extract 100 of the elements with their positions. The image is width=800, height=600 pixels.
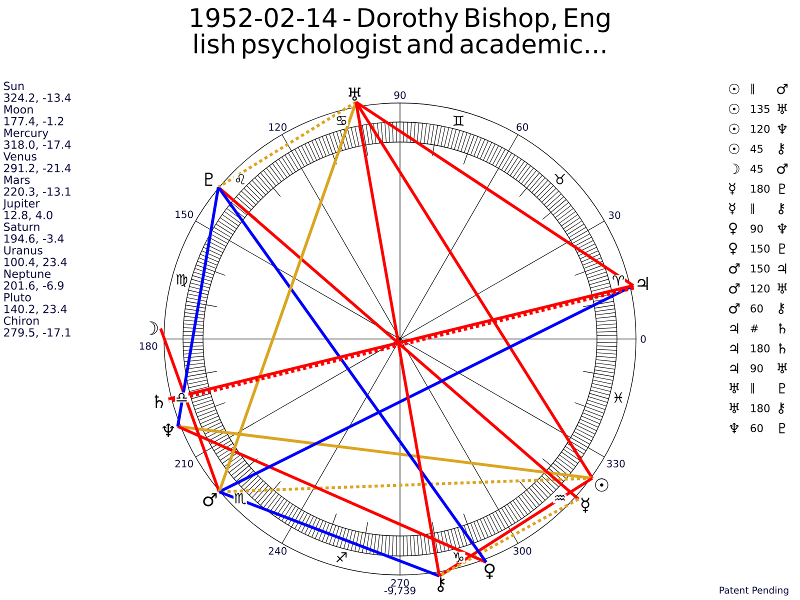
planet-symbol: ☉ [729,84,740,94]
position-value: 220.3, -13.1 [4,187,70,197]
position-value: 318.0, -17.4 [4,140,71,150]
aspect-line [218,102,358,492]
zodiac-sign: ♓ [612,392,625,403]
planet-name: Saturn [4,222,40,232]
position-value: 100.4, 23.4 [4,258,67,268]
planet-symbol: ♇ [779,423,786,434]
planet-symbol: ☿ [729,182,736,195]
position-value: 201.6, -6.9 [4,281,64,291]
aspect-label: 180 [751,404,770,412]
aspect-line [354,102,441,576]
planet-symbol: ♅ [778,104,787,114]
degree-label: 330 [607,460,625,468]
aspect-line [159,328,221,492]
planet-glyph: ⚷ [438,577,445,592]
aspect-line [177,425,487,564]
planet-symbol: ☿ [729,202,736,215]
aspect-label: ∥ [751,383,754,394]
degree-label: 150 [176,210,193,218]
planet-symbol: ♅ [778,363,787,374]
planet-glyph: ♅ [348,88,360,101]
aspect-line [178,425,592,480]
position-value: 12.8, 4.0 [4,210,52,220]
planet-symbol: ♂ [729,263,740,274]
planet-symbol: ♂ [729,303,740,314]
degree-label: 60 [516,123,528,131]
aspect-label: 90 [750,364,763,372]
planet-glyph: ☉ [595,478,608,492]
planet-symbol: ☉ [729,124,740,134]
planet-name: Chiron [4,316,39,325]
planet-symbol: ♅ [730,403,739,414]
footer-text: Patent Pending [720,586,788,596]
planet-name: Pluto [4,292,31,302]
title: 1952-02-14 - Dorothy Bishop, Eng lish psychologist and academic... [191,7,610,59]
aspect-line [438,498,580,578]
planet-symbol: ♆ [730,423,739,434]
aspect-label: 90 [750,224,763,233]
aspect-label: # [750,324,758,332]
aspect-label: 180 [751,184,770,193]
degree-label: 210 [175,460,193,468]
degree-label: 180 [140,342,158,350]
zodiac-sign: ♒ [553,494,566,504]
zodiac-sign: ♑ [452,552,466,563]
aspect-label: 120 [751,284,770,293]
planet-symbol: ♆ [778,124,787,134]
degree-label: 120 [269,123,286,131]
degree-label: 0 [640,335,646,343]
planet-symbol: ♃ [730,323,738,334]
planet-symbol: ♇ [779,184,786,194]
planet-symbol: ♅ [730,383,739,394]
planet-name: Venus [3,152,36,161]
planet-symbol: ⚷ [778,302,784,314]
position-value: 140.2, 23.4 [4,304,67,314]
planet-symbol: ⚷ [778,143,784,155]
planet-name: Mars [4,176,30,184]
position-value: 177.4, -1.2 [4,116,64,127]
aspect-line [218,100,357,188]
planet-symbol: ♄ [779,323,786,334]
planet-symbol: ☉ [729,104,740,114]
zodiac-sign: ♐ [334,552,348,563]
zodiac-sign: ♏ [234,492,247,505]
planet-glyph: ♆ [162,424,174,437]
planet-symbol: ♃ [730,343,738,354]
zodiac-sign: ♌ [234,174,247,185]
planet-symbol: ♀ [729,222,737,235]
aspect-label: 60 [750,304,763,312]
planet-glyph: ♃ [638,276,648,290]
aspect-label: 150 [751,244,770,253]
planet-symbol: ♂ [729,283,740,294]
score-value: -9,739 [384,586,416,596]
planet-symbol: ☉ [729,144,740,154]
planet-name: Moon [4,105,33,114]
zodiac-sign: ♋ [334,116,348,126]
planet-glyph: ♄ [154,394,164,408]
zodiac-sign: ♎ [175,392,188,402]
position-value: 291.2, -21.4 [4,164,71,174]
aspect-label: 135 [751,104,770,113]
aspect-line [218,284,634,494]
aspect-line [438,476,594,578]
planet-symbol: ♃ [730,363,738,374]
planet-name: Neptune [4,270,51,280]
zodiac-sign: ♊ [452,115,466,126]
planet-symbol: ♇ [779,383,786,394]
planet-symbol: ♇ [779,244,786,254]
planet-symbol: ♀ [729,242,737,255]
aspect-label: ∥ [751,84,754,94]
degree-label: 300 [514,547,532,555]
planet-glyph: ♇ [205,172,213,186]
planet-symbol: ⚷ [778,402,784,414]
aspect-label: 150 [751,264,770,273]
aspect-label: ∥ [751,203,754,214]
planet-name: Sun [4,82,24,90]
aspect-label: 120 [751,124,770,133]
planet-symbol: ♂ [777,84,788,94]
planet-symbol: ♃ [778,263,786,274]
planet-symbol: ♄ [779,343,786,354]
degree-label: 90 [394,91,406,99]
planet-glyph: ♀ [484,564,495,580]
planet-symbol: ♅ [778,283,787,294]
